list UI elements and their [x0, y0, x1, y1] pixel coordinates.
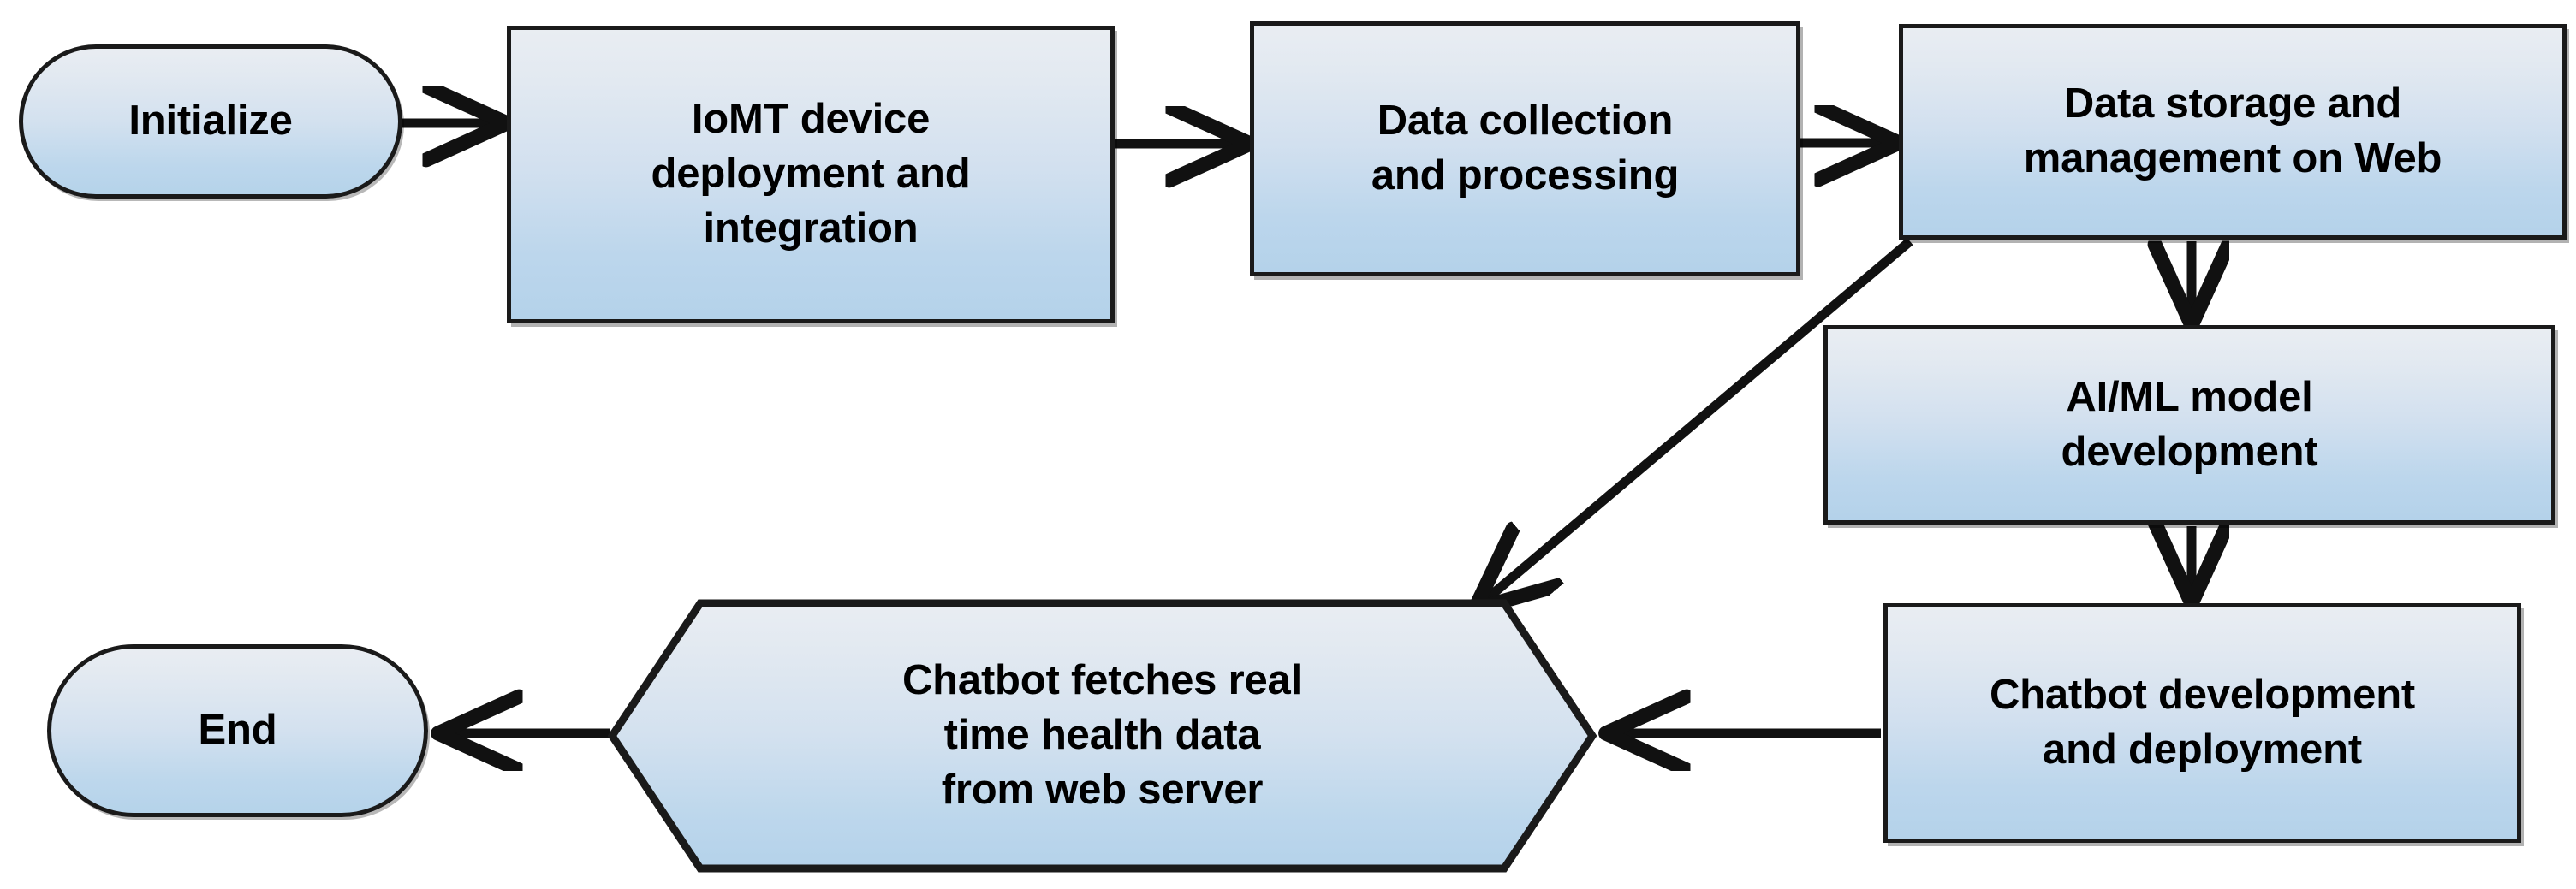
node-aiml-model-label: AI/ML model development [2061, 373, 2318, 475]
node-data-collection-label: Data collection and processing [1371, 98, 1680, 199]
node-data-collection[interactable]: Data collection and processing [1250, 21, 1800, 276]
node-chatbot-dev-label: Chatbot development and deployment [1989, 672, 2416, 773]
node-iomt-deployment-label: IoMT device deployment and integration [651, 96, 971, 252]
node-initialize-label: Initialize [128, 98, 293, 145]
node-chatbot-fetch-label: Chatbot fetches real time health data fr… [901, 657, 1303, 813]
node-end-label: End [198, 707, 277, 754]
node-data-storage[interactable]: Data storage and management on Web [1899, 24, 2567, 240]
node-chatbot-dev[interactable]: Chatbot development and deployment [1883, 603, 2521, 843]
node-data-storage-label: Data storage and management on Web [2023, 80, 2442, 181]
node-aiml-model[interactable]: AI/ML model development [1823, 325, 2555, 525]
node-iomt-deployment[interactable]: IoMT device deployment and integration [507, 26, 1115, 323]
node-initialize[interactable]: Initialize [19, 44, 402, 199]
hexagon-shape [608, 599, 1597, 873]
node-chatbot-fetch[interactable]: Chatbot fetches real time health data fr… [608, 599, 1597, 873]
node-end[interactable]: End [47, 644, 428, 817]
